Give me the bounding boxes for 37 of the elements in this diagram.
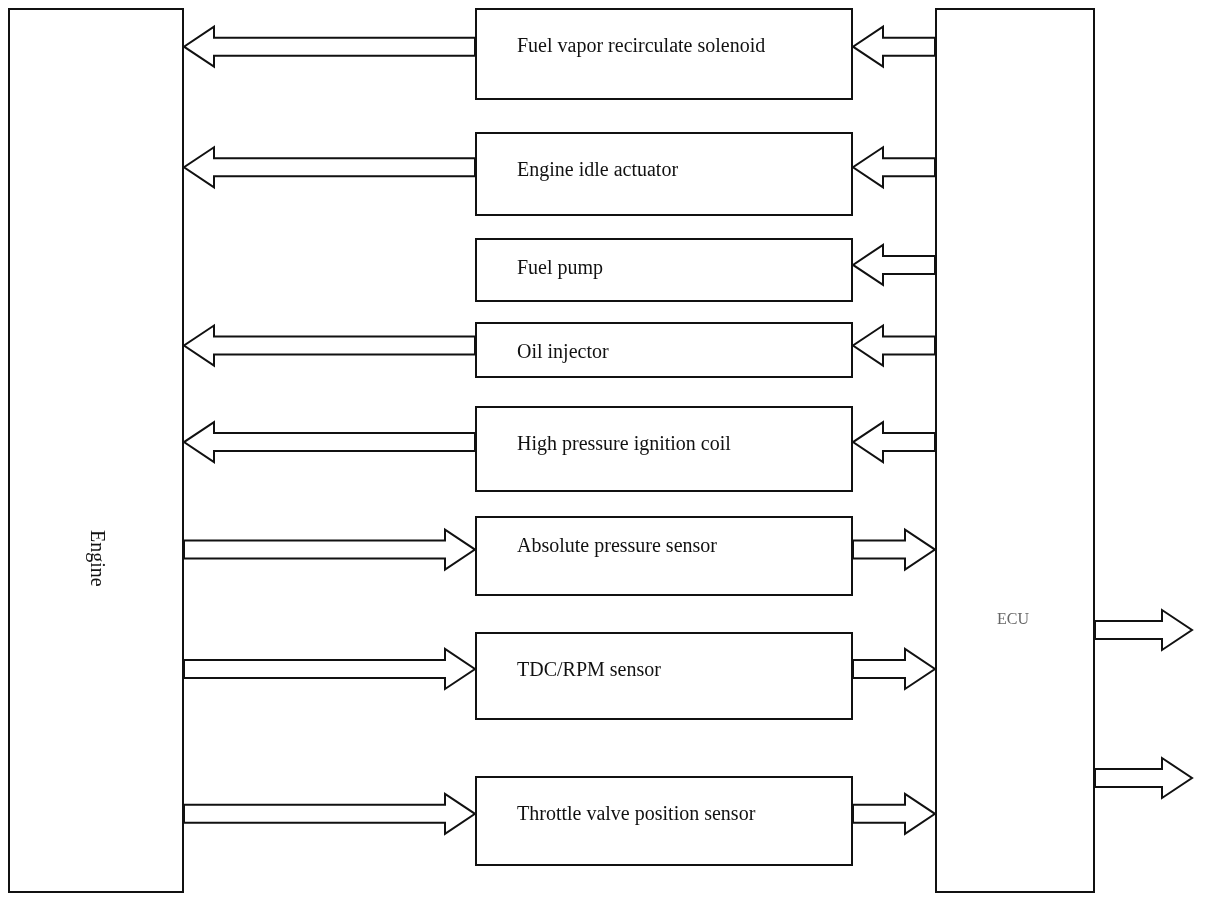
unit-box bbox=[8, 8, 184, 893]
component-box bbox=[475, 406, 853, 492]
component-box bbox=[475, 238, 853, 302]
unit-box bbox=[935, 8, 1095, 893]
block-arrow bbox=[852, 647, 937, 691]
block-arrow bbox=[851, 243, 936, 287]
node-label: Throttle valve position sensor bbox=[517, 801, 757, 827]
block-arrow bbox=[1094, 608, 1194, 652]
component-box bbox=[475, 132, 853, 216]
block-arrow bbox=[183, 791, 477, 836]
block-arrow bbox=[182, 145, 476, 190]
block-arrow bbox=[1094, 756, 1194, 800]
node-label: Engine idle actuator bbox=[517, 157, 680, 183]
block-arrow bbox=[182, 323, 476, 368]
component-box bbox=[475, 516, 853, 596]
node-label: Fuel pump bbox=[517, 255, 605, 281]
component-box bbox=[475, 776, 853, 866]
node-label: Fuel vapor recirculate solenoid bbox=[517, 33, 767, 59]
block-arrow bbox=[851, 323, 936, 368]
block-arrow bbox=[182, 420, 476, 464]
component-box bbox=[475, 632, 853, 720]
node-label: Oil injector bbox=[517, 339, 610, 365]
block-arrow bbox=[851, 420, 936, 464]
block-arrow bbox=[183, 527, 477, 572]
block-arrow bbox=[851, 24, 936, 69]
block-arrow bbox=[852, 527, 937, 572]
block-arrow bbox=[183, 647, 477, 691]
component-box bbox=[475, 322, 853, 378]
block-arrow bbox=[851, 145, 936, 190]
component-box bbox=[475, 8, 853, 100]
node-label: ECU bbox=[997, 609, 1029, 629]
block-arrow bbox=[182, 24, 476, 69]
node-label: Engine bbox=[85, 530, 110, 587]
node-label: Absolute pressure sensor bbox=[517, 533, 718, 559]
node-label: High pressure ignition coil bbox=[517, 431, 732, 457]
block-arrow bbox=[852, 791, 937, 836]
node-label: TDC/RPM sensor bbox=[517, 657, 662, 682]
